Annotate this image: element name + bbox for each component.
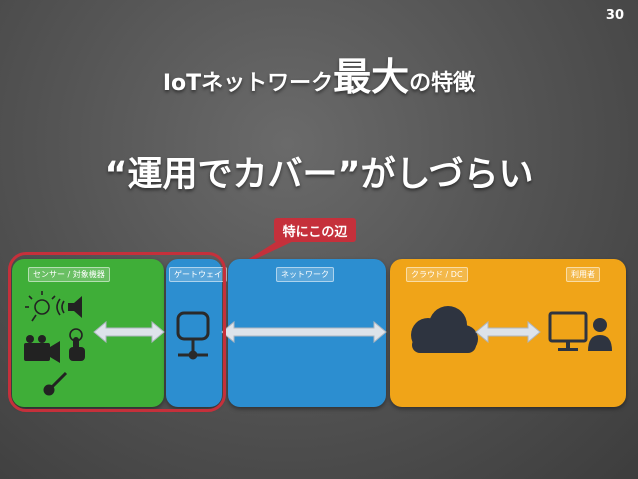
touch-icon	[69, 328, 85, 361]
sensor-panel: センサー / 対象機器	[12, 259, 164, 407]
light-bulb-icon	[25, 291, 56, 322]
highlight-frame	[8, 252, 226, 412]
title-prefix: IoTネットワーク	[162, 71, 334, 96]
cloud-icon	[411, 306, 478, 353]
callout-badge: 特にこの辺	[274, 218, 356, 242]
gateway-label: ゲートウェイ	[169, 267, 227, 282]
monitor-user-icon	[548, 311, 612, 351]
network-label: ネットワーク	[276, 267, 334, 282]
page-number: 30	[605, 8, 624, 23]
cloud-panel: クラウド / DC 利用者	[390, 259, 626, 407]
gateway-panel: ゲートウェイ	[166, 259, 227, 407]
thermometer-icon	[43, 371, 68, 396]
title-emphasis: 最大	[333, 55, 410, 99]
user-label: 利用者	[566, 267, 600, 282]
cloud-label: クラウド / DC	[406, 267, 468, 282]
slide-title: IoTネットワーク最大の特徴	[0, 46, 638, 101]
video-camera-icon	[24, 335, 60, 363]
network-panel: ネットワーク	[228, 259, 386, 407]
speaker-icon	[56, 296, 82, 318]
gateway-node-icon	[176, 311, 210, 360]
slide-subtitle: “運用でカバー”がしづらい	[104, 155, 534, 195]
sensor-label: センサー / 対象機器	[28, 267, 110, 282]
title-suffix: の特徴	[409, 71, 476, 96]
